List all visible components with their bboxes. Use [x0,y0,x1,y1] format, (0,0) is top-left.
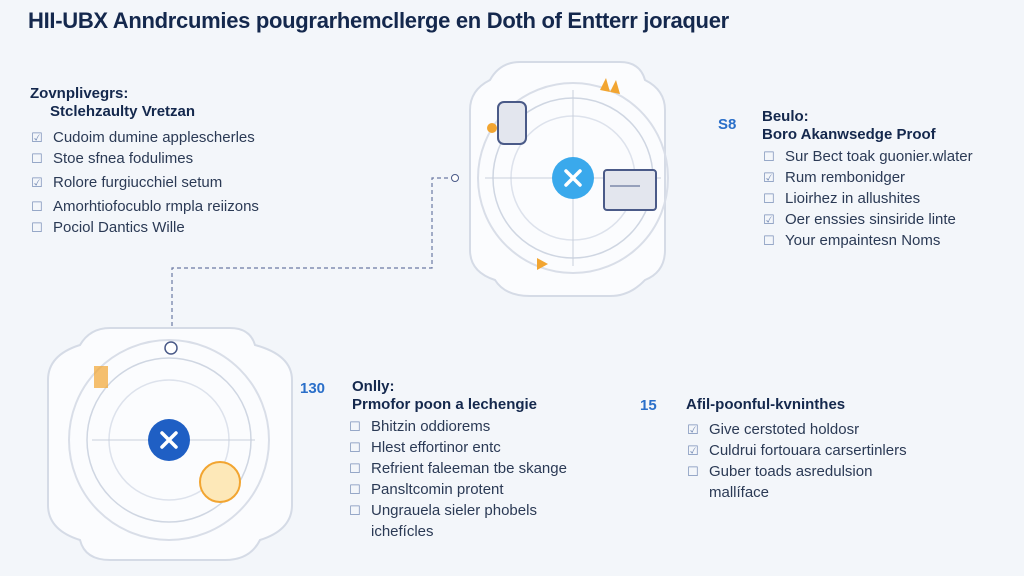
checkbox-icon: ☐ [687,463,699,479]
page-title: HII-UBX Anndrcumies pougrarhemcllerge en… [28,8,729,33]
checkbox-icon: ☐ [763,191,775,206]
checkbox-icon: ☐ [349,419,361,434]
item-label: Ungrauela sieler phobels ichefícles [371,502,537,540]
list-item: ☐ Guber toads asredulsion mallíface [686,461,906,503]
right-top-feature-list: S8 Beulo: Boro Akanwsedge Proof ☐ Sur Bec… [718,108,973,251]
item-label: Amorhtiofocublo rmpla reiizons [53,198,259,215]
item-label: Give cerstoted holdosr [709,421,860,438]
list-item: ☐ Pansltcomin protent [348,479,568,500]
list-heading: Zovnplivegrs: [30,85,129,102]
checkbox-icon: ☑ [687,443,699,458]
item-label: Guber toads asredulsion mallíface [709,463,873,501]
item-label: Pociol Dantics Wille [53,219,185,236]
list-item: ☐ Lioirhez in allushites [762,188,973,209]
checkbox-icon: ☐ [763,149,775,164]
dashed-connector [171,177,455,343]
checkbox-icon: ☐ [31,220,43,235]
checkbox-icon: ☐ [763,233,775,248]
item-label: Oer enssies sinsiride linte [785,211,956,228]
list-item: ☑ Rolore furgiucchiel setum [30,172,259,193]
list-heading: Beulo: [762,108,809,125]
image-icon [94,366,108,388]
item-label: Culdrui fortouara carsertinlers [709,442,907,459]
list-heading: Onlly: [352,378,395,395]
item-label: Refrient faleeman tbe skange [371,460,567,477]
item-label: Your empaintesn Noms [785,232,941,249]
list-subheading: Prmofor poon a lechengie [352,396,538,413]
item-label: Pansltcomin protent [371,481,504,498]
checkbox-icon: ☐ [349,482,361,497]
checkbox-icon: ☑ [31,130,43,145]
list-item: ☑ Rum rembonidger [762,167,973,188]
item-label: Cudoim dumine applescherles [53,129,255,146]
list-item: ☑ Cudoim dumine applescherles [30,127,259,148]
list-subheading: Stclehzaulty Vretzan [50,103,196,120]
list-subheading: Boro Akanwsedge Proof [762,126,936,143]
item-label: Stoe sfnea fodulimes [53,150,194,167]
item-label: Sur Bect toak guonier.wlater [785,148,973,165]
right-bottom-feature-list: 15 Afil-poonful-kvninthes ☑ Give cerstote… [640,396,907,503]
item-label: Lioirhez in allushites [785,190,921,207]
checkbox-icon: ☐ [31,199,43,214]
list-item: ☑ Culdrui fortouara carsertinlers [686,440,907,461]
list-item: ☐ Hlest effortinor entc [348,437,568,458]
cylinder-icon [497,101,527,145]
item-label: Bhitzin oddiorems [371,418,491,435]
step-number: 130 [300,380,326,397]
item-label: Rolore furgiucchiel setum [53,174,223,191]
list-item: ☐ Your empaintesn Noms [762,230,973,251]
list-heading: Afil-poonful-kvninthes [686,396,846,413]
list-item: ☐ Pociol Dantics Wille [30,217,259,238]
checkbox-icon: ☐ [349,502,361,518]
middle-feature-list: 130 Onlly: Prmofor poon a lechengie ☐ Bhi… [300,378,568,542]
list-item: ☑ Give cerstoted holdosr [686,419,907,440]
checkbox-icon: ☑ [687,422,699,437]
list-item: ☐ Refrient faleeman tbe skange [348,458,568,479]
list-item: ☐ Sur Bect toak guonier.wlater [762,146,973,167]
checkbox-icon: ☑ [31,175,43,190]
item-label: Rum rembonidger [785,169,906,186]
checkbox-icon: ☐ [349,461,361,476]
item-label: Hlest effortinor entc [371,439,501,456]
bottom-device-diagram [47,327,293,561]
list-item: ☐ Bhitzin oddiorems [348,416,568,437]
checkbox-icon: ☑ [763,212,775,227]
arrow-icon [537,258,548,270]
list-item: ☐ Amorhtiofocublo rmpla reiizons [30,196,259,217]
printer-icon [603,169,657,211]
step-number: 15 [640,397,657,414]
checkbox-icon: ☐ [31,151,43,166]
list-item: ☐ Stoe sfnea fodulimes [30,148,259,169]
left-feature-list: Zovnplivegrs: Stclehzaulty Vretzan ☑ Cudo… [30,85,259,238]
list-item: ☑ Oer enssies sinsiride linte [762,209,973,230]
step-number: S8 [718,116,737,133]
checkbox-icon: ☐ [349,440,361,455]
list-item: ☐ Ungrauela sieler phobels ichefícles [348,500,568,542]
checkbox-icon: ☑ [763,170,775,185]
spark-icon [600,78,620,94]
top-device-diagram [469,61,669,297]
badge-icon [199,461,241,503]
